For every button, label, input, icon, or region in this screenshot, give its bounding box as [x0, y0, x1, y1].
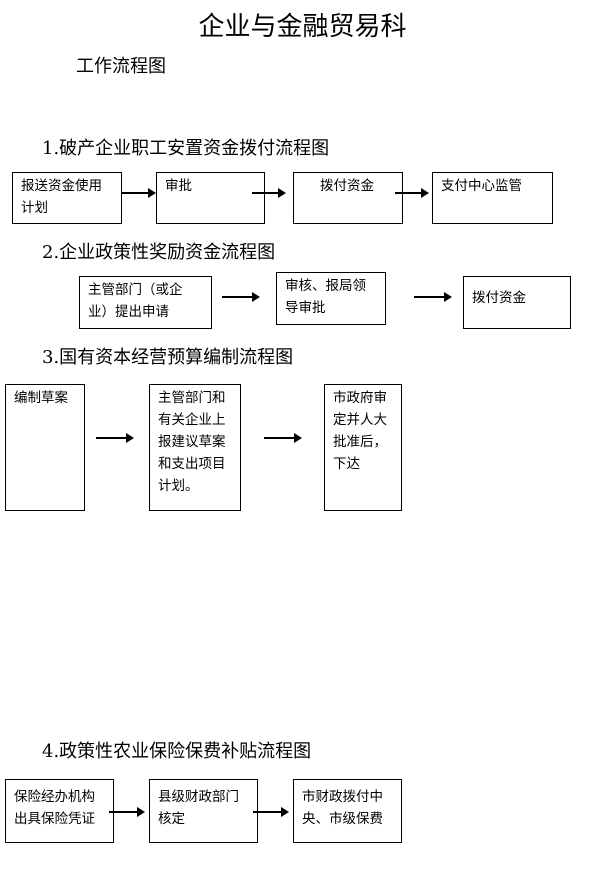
section-3-heading: 3.国有资本经营预算编制流程图 — [42, 347, 294, 368]
flow-step-1-3: 拨付资金 — [293, 172, 403, 224]
flow-step-1-1: 报送资金使用计划 — [12, 172, 122, 224]
section-1-heading: 1.破产企业职工安置资金拨付流程图 — [42, 138, 330, 159]
flow-step-4-3: 市财政拨付中央、市级保费 — [293, 779, 402, 843]
section-2-heading: 2.企业政策性奖励资金流程图 — [42, 242, 276, 263]
arrow-icon — [122, 188, 156, 198]
arrow-icon — [264, 433, 302, 443]
arrow-icon — [96, 433, 134, 443]
flow-step-3-3: 市政府审定并人大批准后，下达 — [324, 384, 402, 511]
arrow-icon — [222, 292, 260, 302]
flow-step-3-2: 主管部门和有关企业上报建议草案和支出项目计划。 — [149, 384, 241, 511]
flow-step-2-3: 拨付资金 — [463, 276, 571, 329]
flow-step-3-1: 编制草案 — [5, 384, 85, 511]
flow-step-1-2: 审批 — [156, 172, 265, 224]
flow-step-1-4: 支付中心监管 — [432, 172, 553, 224]
flow-step-4-1: 保险经办机构出具保险凭证 — [5, 779, 114, 843]
flow-step-2-1: 主管部门（或企业）提出申请 — [79, 276, 212, 329]
arrow-icon — [252, 188, 286, 198]
arrow-icon — [253, 807, 289, 817]
arrow-icon — [414, 292, 452, 302]
flow-step-2-2: 审核、报局领导审批 — [276, 272, 386, 325]
flow-step-4-2: 县级财政部门核定 — [149, 779, 258, 843]
section-4-heading: 4.政策性农业保险保费补贴流程图 — [42, 741, 312, 762]
document-subtitle: 工作流程图 — [76, 56, 166, 77]
document-title: 企业与金融贸易科 — [198, 12, 407, 42]
arrow-icon — [109, 807, 145, 817]
arrow-icon — [395, 188, 429, 198]
